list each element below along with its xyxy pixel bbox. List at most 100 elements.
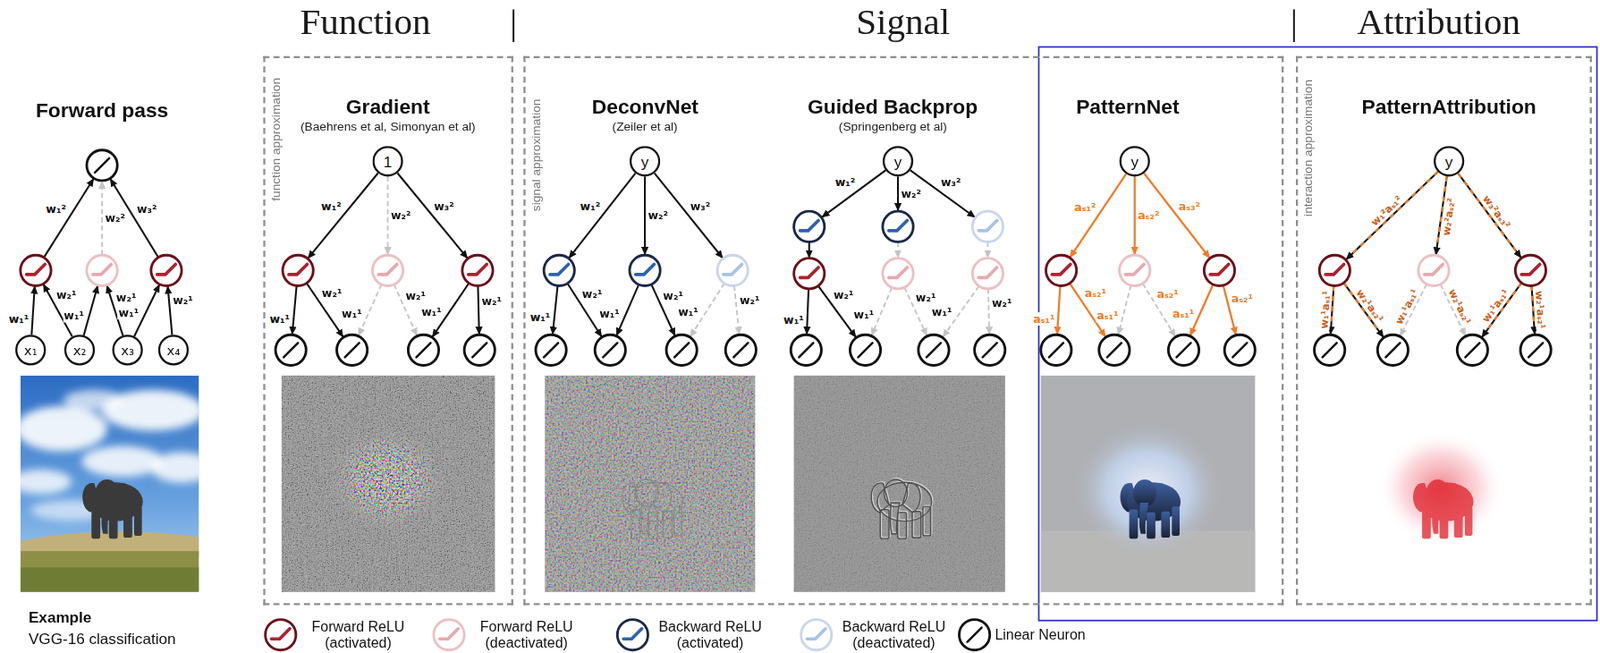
neuron-label: x₁ [24, 342, 38, 358]
relu-neuron [629, 254, 661, 286]
linear-glyph [1107, 342, 1122, 357]
approximation-tag: interaction approximation [1301, 79, 1316, 217]
linear-glyph [94, 158, 110, 173]
weight-label: w₃² [135, 203, 159, 217]
relu-neuron [372, 254, 403, 286]
weight-label: w₂¹ [581, 287, 604, 301]
method-panel: Gradient(Baehrens et al, Simonyan et al)… [262, 56, 514, 606]
neuron-node: y [629, 145, 661, 177]
weight-arrow [1057, 285, 1061, 335]
weight-label: aₛ₁² [1073, 200, 1098, 214]
linear-neuron [464, 334, 495, 365]
weight-label: w₁¹ [420, 304, 443, 319]
relu-glyph [550, 264, 569, 275]
weight-label: aₛ₂¹ [1230, 291, 1255, 305]
neuron-node: x₄ [158, 334, 189, 365]
neuron-label: x₃ [120, 342, 135, 358]
relu-glyph [806, 628, 826, 639]
relu-glyph [1051, 264, 1071, 275]
weight-label: aₛ₁¹ [1171, 306, 1196, 321]
relu-neuron [882, 211, 914, 242]
relu-neuron [794, 211, 825, 242]
relu-neuron [1515, 254, 1546, 286]
highlight-frame [1038, 46, 1597, 620]
relu-neuron [433, 619, 465, 651]
linear-neuron [1224, 334, 1255, 365]
relu-glyph [93, 264, 112, 275]
citation: (Springenberg et al) [838, 118, 948, 134]
weight-label: w₁¹ [529, 312, 552, 326]
weight-label: w₂¹aₛ₂¹ [1533, 289, 1548, 331]
neuron-label: y [1445, 153, 1454, 170]
linear-neuron [1099, 334, 1130, 365]
weight-label: w₁² [44, 203, 68, 217]
weight-label: w₁¹aₛ₁¹ [1392, 286, 1422, 328]
relu-neuron [543, 254, 575, 286]
relu-neuron [282, 254, 314, 286]
weight-label: w₁¹ [268, 312, 291, 326]
section-heading: | [509, 1, 517, 43]
weight-label: w₂² [899, 186, 923, 201]
method-panel: DeconvNet(Zeiler et al)Guided Backprop(S… [523, 56, 1284, 606]
weight-arrow [292, 285, 297, 335]
linear-neuron [1168, 334, 1199, 365]
linear-glyph [543, 342, 559, 357]
weight-label: w₂¹ [480, 295, 503, 309]
linear-glyph [967, 627, 983, 643]
weight-arrow [808, 241, 811, 258]
linear-neuron [1041, 334, 1072, 365]
relu-neuron [972, 211, 1003, 242]
weight-label: w₂¹ [55, 287, 78, 302]
weight-label: w₂¹ [738, 294, 762, 308]
linear-glyph [1464, 342, 1480, 357]
relu-glyph [270, 628, 290, 639]
neuron-node: y [1433, 145, 1465, 177]
relu-glyph [978, 267, 998, 278]
weight-label: w₁² [834, 176, 857, 190]
elephant [82, 479, 144, 539]
weight-arrow [568, 173, 636, 259]
relu-neuron [717, 254, 748, 286]
relu-neuron [972, 258, 1003, 289]
network-sketches [20, 150, 1551, 651]
relu-glyph [157, 264, 177, 275]
linear-neuron [1377, 334, 1408, 365]
linear-neuron [535, 334, 567, 365]
weight-arrow [988, 288, 990, 335]
weight-arrow [897, 176, 899, 212]
linear-neuron [1314, 334, 1346, 365]
weight-arrow [1117, 285, 1131, 336]
linear-glyph [926, 342, 941, 357]
patternnet-map [1041, 375, 1256, 593]
relu-neuron [617, 619, 648, 651]
weight-label: w₃²aₛ₃² [1479, 191, 1513, 230]
grass-dark [20, 567, 200, 592]
neuron-label: x₄ [167, 342, 181, 358]
weight-arrow [1346, 171, 1439, 260]
relu-glyph [468, 264, 488, 275]
weight-arrow [387, 176, 390, 255]
relu-neuron [462, 254, 493, 286]
pattern-dash [1457, 173, 1516, 251]
weight-label: w₁¹ [8, 312, 31, 326]
relu-neuron [1319, 254, 1350, 286]
neuron-label: 1 [383, 153, 393, 170]
weight-label: w₁¹ [117, 306, 140, 321]
citation: (Baehrens et al, Simonyan et al) [300, 118, 476, 134]
relu-neuron [151, 254, 182, 286]
neuron-node: y [882, 145, 914, 177]
section-heading: Attribution [1356, 1, 1521, 43]
linear-neuron [666, 334, 697, 365]
neuron-label: y [641, 153, 650, 170]
legend-text: Backward ReLU (deactivated) [837, 617, 952, 652]
weight-arrow [818, 286, 857, 339]
method-title: PatternAttribution [1362, 94, 1537, 119]
relu-glyph [723, 264, 743, 275]
weight-arrow [897, 241, 899, 258]
neuron-label: y [894, 153, 903, 170]
linear-glyph [1049, 342, 1064, 357]
input-photo [20, 375, 200, 593]
weight-label: w₂¹ [115, 290, 138, 305]
weight-arrow [1069, 173, 1126, 258]
